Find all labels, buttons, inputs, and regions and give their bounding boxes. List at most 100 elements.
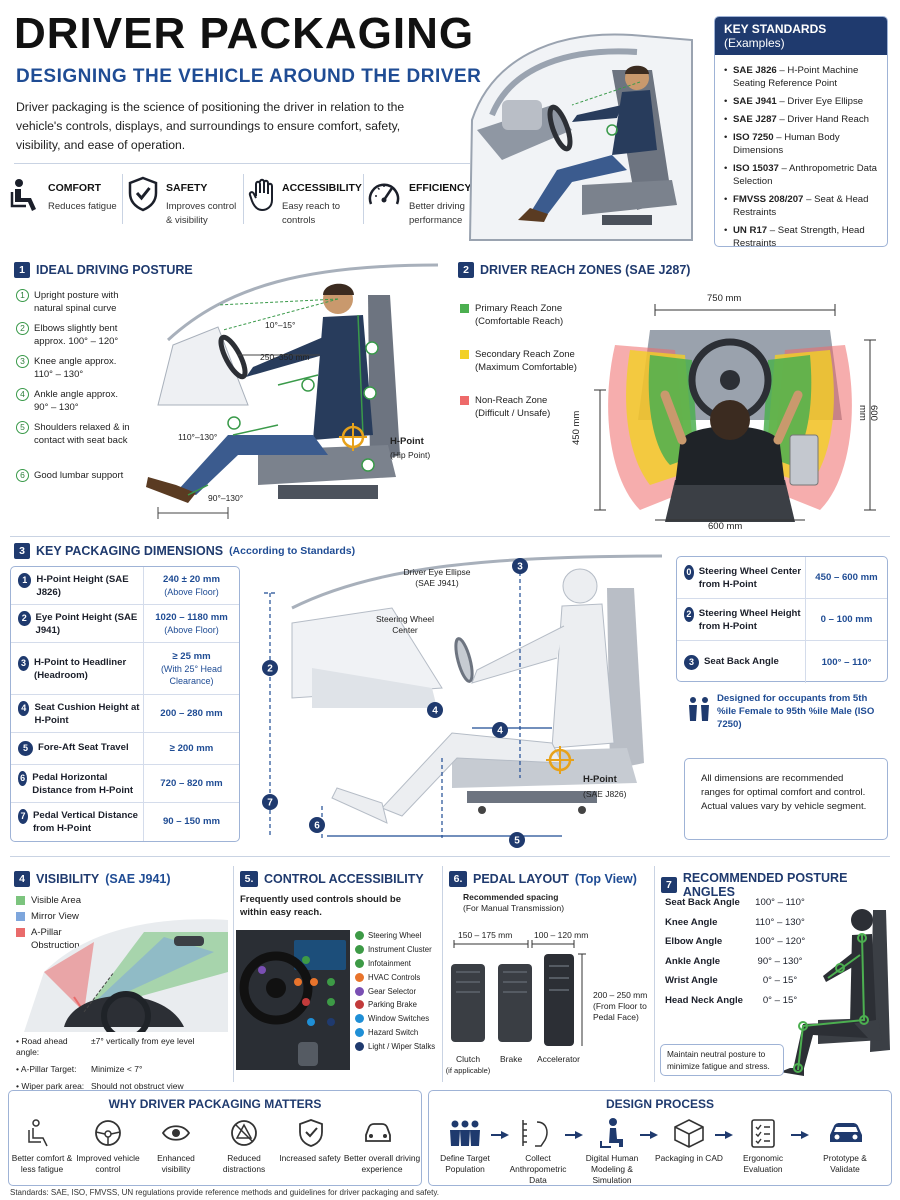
shield-check-icon — [299, 1119, 323, 1147]
list-item: Steering Wheel — [355, 929, 440, 943]
list-item: Parking Brake — [355, 998, 440, 1012]
reach-dim-bottom: 600 mm — [708, 521, 743, 532]
angles-note: Maintain neutral posture to minimize fat… — [660, 1044, 784, 1076]
section-title: RECOMMENDED POSTURE ANGLES — [682, 871, 848, 899]
legend-item-non-reach: Non-Reach Zone (Difficult / Unsafe) — [460, 394, 550, 420]
process-step: Digital Human Modeling & Simulation — [585, 1153, 639, 1185]
controls-desc: Frequently used controls should be withi… — [240, 894, 401, 918]
dim-hpoint-std: (SAE J826) — [583, 789, 627, 799]
legend-item-secondary: Secondary Reach Zone (Maximum Comfortabl… — [460, 348, 577, 374]
list-item: HVAC Controls — [355, 970, 440, 984]
car-icon — [830, 1123, 862, 1142]
occupants-text: Designed for occupants from 5th %ile Fem… — [717, 693, 875, 730]
process-step: Prototype & Validate — [823, 1153, 867, 1174]
note-text: Maintain neutral posture to minimize fat… — [667, 1049, 770, 1071]
section-title-suffix: (Top View) — [574, 872, 637, 886]
seat-icon — [10, 179, 36, 211]
divider — [243, 174, 244, 224]
svg-text:3: 3 — [517, 562, 523, 573]
pedal-spacing-1: 150 – 175 mm — [458, 930, 513, 940]
people-icon — [450, 1120, 480, 1146]
section-title-suffix: (According to Standards) — [229, 545, 356, 557]
why-item: Improved vehicle control — [76, 1153, 140, 1174]
divider — [654, 866, 655, 1082]
legend-item-mirror: Mirror View — [16, 910, 116, 923]
people-icon — [689, 697, 709, 721]
section-title: VISIBILITY — [36, 872, 100, 886]
posture-reach-label: 250–350 mm — [260, 352, 310, 362]
svg-text:5: 5 — [514, 836, 520, 847]
section-title: KEY PACKAGING DIMENSIONS — [36, 544, 224, 558]
process-arrow-head — [575, 1131, 583, 1139]
divider — [10, 536, 890, 537]
divider — [363, 174, 364, 224]
section-number: 3 — [14, 543, 30, 559]
reach-dim-top: 750 mm — [707, 293, 742, 304]
key-standards-header: KEY STANDARDS (Examples) — [715, 17, 887, 55]
reach-dim-left: 450 mm — [571, 410, 582, 445]
visibility-legend: Visible Area Mirror View A-Pillar Obstru… — [16, 894, 116, 952]
process-arrow — [565, 1134, 575, 1136]
process-arrow — [491, 1134, 501, 1136]
divider — [442, 866, 443, 1082]
benefits-row: COMFORT Reduces fatigue SAFETY Improves … — [10, 172, 475, 232]
list-item: Gear Selector — [355, 984, 440, 998]
pedal-accel-label: Accelerator — [537, 1054, 580, 1064]
pedals-desc: Recommended spacing (For Manual Transmis… — [463, 892, 565, 913]
divider — [14, 163, 470, 164]
standard-item: ISO 7250 – Human Body Dimensions — [724, 131, 879, 157]
visibility-diagram — [24, 919, 228, 1032]
section-title: IDEAL DRIVING POSTURE — [36, 263, 193, 277]
why-item: Reduced distractions — [222, 1153, 266, 1174]
section-pedals-heading: 6. PEDAL LAYOUT (Top View) — [449, 871, 637, 887]
legend-item-visible: Visible Area — [16, 894, 116, 907]
visibility-notes: • Road ahead angle:±7° vertically from e… — [16, 1036, 240, 1092]
occupants-box: Designed for occupants from 5th %ile Fem… — [680, 688, 888, 740]
pedal-clutch-label: Clutch (if applicable) — [445, 1054, 491, 1075]
dimensions-diagram: 2 3 4 4 5 6 7 — [262, 554, 663, 848]
controls-list: Steering Wheel Instrument Cluster Infota… — [355, 929, 440, 1053]
process-arrow — [715, 1134, 725, 1136]
section-number: 5. — [240, 871, 258, 887]
legend-item-a-pillar: A-Pillar Obstruction — [16, 926, 116, 952]
shield-check-icon — [128, 176, 158, 212]
car-icon — [365, 1123, 391, 1142]
posture-illustration — [146, 263, 439, 519]
seat-icon — [28, 1119, 48, 1147]
list-item: Instrument Cluster — [355, 943, 440, 957]
cockpit-illustration — [236, 930, 350, 1070]
posture-eye-angle-label: 10°–15° — [265, 320, 296, 330]
process-arrow-head — [801, 1131, 809, 1139]
section-reach-heading: 2 DRIVER REACH ZONES (SAE J287) — [458, 262, 690, 278]
standard-item: SAE J287 – Driver Hand Reach — [724, 113, 879, 126]
steering-center-label: Steering Wheel Center — [375, 614, 435, 635]
benefit-desc: Improves control & visibility — [166, 201, 237, 226]
benefit-title: ACCESSIBILITY — [282, 182, 362, 194]
legend-item-primary: Primary Reach Zone (Comfortable Reach) — [460, 302, 563, 328]
design-process-title: DESIGN PROCESS — [605, 1097, 715, 1111]
process-step: Define Target Population — [440, 1153, 490, 1174]
seated-human-icon — [600, 1118, 623, 1148]
benefit-desc: Better driving performance — [409, 201, 465, 226]
divider — [122, 174, 123, 224]
divider — [233, 866, 234, 1082]
section-dimensions-heading: 3 KEY PACKAGING DIMENSIONS (According to… — [14, 543, 355, 559]
hpoint-label: H-Point — [390, 436, 424, 447]
benefit-title: COMFORT — [48, 182, 102, 194]
benefit-title: SAFETY — [166, 182, 208, 194]
process-arrow — [640, 1134, 650, 1136]
key-standards-list: SAE J826 – H-Point Machine Seating Refer… — [715, 55, 887, 250]
section-title-suffix: (SAE J941) — [105, 872, 171, 886]
visibility-note: • Wiper park area:Should not obstruct vi… — [16, 1081, 184, 1091]
svg-text:6: 6 — [314, 821, 320, 832]
list-item: Hazard Switch — [355, 1026, 440, 1040]
